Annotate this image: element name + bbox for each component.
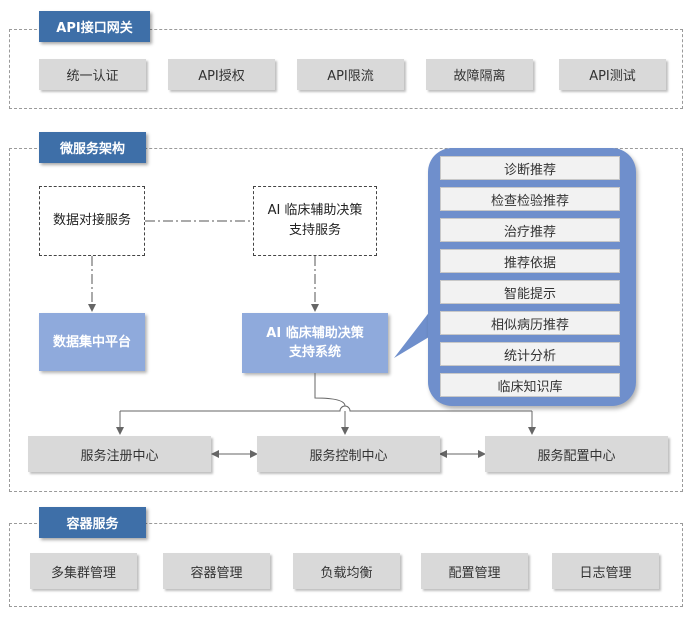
exam-recommendation-item[interactable]: 检查检验推荐 — [440, 187, 620, 211]
container-title: 容器服务 — [39, 507, 146, 538]
unified-auth-button[interactable]: 统一认证 — [39, 59, 146, 90]
knowledge-base-item[interactable]: 临床知识库 — [440, 373, 620, 397]
data-interface-service-box[interactable]: 数据对接服务 — [39, 186, 145, 256]
api-authorization-button[interactable]: API授权 — [168, 59, 275, 90]
ai-decision-system-box[interactable]: AI 临床辅助决策支持系统 — [242, 313, 388, 373]
multi-cluster-button[interactable]: 多集群管理 — [30, 553, 137, 589]
recommendation-basis-item[interactable]: 推荐依据 — [440, 249, 620, 273]
api-rate-limit-button[interactable]: API限流 — [297, 59, 404, 90]
log-management-button[interactable]: 日志管理 — [552, 553, 659, 589]
api-gateway-section — [9, 29, 683, 109]
service-control-button[interactable]: 服务控制中心 — [257, 436, 440, 472]
smart-hint-item[interactable]: 智能提示 — [440, 280, 620, 304]
ai-support-service-label: AI 临床辅助决策支持服务 — [267, 203, 363, 238]
microservice-section — [9, 148, 683, 492]
container-section — [9, 523, 683, 607]
api-test-button[interactable]: API测试 — [559, 59, 666, 90]
container-management-button[interactable]: 容器管理 — [163, 553, 270, 589]
diagnosis-recommendation-item[interactable]: 诊断推荐 — [440, 156, 620, 180]
load-balancing-button[interactable]: 负载均衡 — [293, 553, 400, 589]
service-registry-button[interactable]: 服务注册中心 — [28, 436, 211, 472]
data-platform-box[interactable]: 数据集中平台 — [39, 313, 145, 371]
service-config-button[interactable]: 服务配置中心 — [485, 436, 668, 472]
statistics-item[interactable]: 统计分析 — [440, 342, 620, 366]
fault-isolation-button[interactable]: 故障隔离 — [426, 59, 533, 90]
ai-support-service-box[interactable]: AI 临床辅助决策支持服务 — [253, 186, 377, 256]
microservice-title: 微服务架构 — [39, 132, 146, 163]
api-gateway-title: API接口网关 — [39, 11, 150, 42]
recommendation-panel: 诊断推荐 检查检验推荐 治疗推荐 推荐依据 智能提示 相似病历推荐 统计分析 临… — [428, 148, 636, 406]
treatment-recommendation-item[interactable]: 治疗推荐 — [440, 218, 620, 242]
similar-cases-item[interactable]: 相似病历推荐 — [440, 311, 620, 335]
ai-decision-system-label: AI 临床辅助决策支持系统 — [266, 326, 364, 360]
config-management-button[interactable]: 配置管理 — [421, 553, 528, 589]
